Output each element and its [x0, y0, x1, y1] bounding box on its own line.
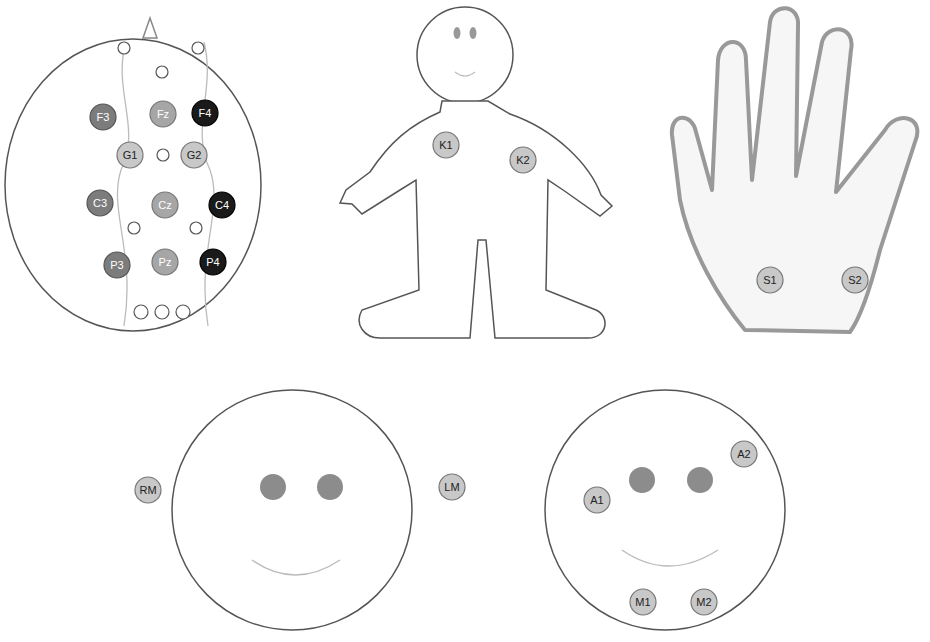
electrode-label: K2: [516, 155, 529, 166]
person-body: [340, 101, 612, 338]
electrode: G1: [116, 141, 144, 169]
electrode-label: RM: [139, 485, 156, 496]
electrode-label: A1: [590, 495, 603, 506]
electrode-label: Pz: [159, 257, 172, 268]
electrode-label: LM: [444, 482, 459, 493]
electrode-label: F3: [97, 112, 110, 123]
electrode-label: S2: [848, 275, 861, 286]
person-smile: [455, 72, 475, 76]
electrode-label: K1: [439, 140, 452, 151]
face-outline: [545, 390, 785, 630]
electrode: Cz: [151, 191, 179, 219]
electrode-label: A2: [737, 449, 750, 460]
person-head: [417, 7, 513, 103]
electrode: C4: [208, 191, 236, 219]
electrode-label: P4: [206, 257, 219, 268]
face-eye: [629, 467, 655, 493]
electrode: K2: [509, 146, 537, 174]
electrode: S1: [756, 266, 784, 294]
electrode-label: G1: [123, 150, 138, 161]
face-eye: [317, 474, 343, 500]
electrode: Fz: [149, 100, 177, 128]
electrode: RM: [134, 476, 162, 504]
midline-band: [117, 42, 128, 326]
electrode-label: M1: [635, 597, 650, 608]
midline-band: [202, 42, 214, 326]
face-smile: [622, 550, 718, 566]
electrode-label: C4: [215, 200, 229, 211]
electrode: LM: [438, 473, 466, 501]
electrode: F3: [89, 103, 117, 131]
face-smile: [252, 560, 340, 575]
empty-electrode: [118, 42, 204, 319]
electrode-label: C3: [93, 198, 107, 209]
electrode: Pz: [151, 248, 179, 276]
electrode: M2: [690, 588, 718, 616]
electrode-label: S1: [763, 275, 776, 286]
hand-outline: [672, 8, 918, 332]
electrode: S2: [841, 266, 869, 294]
head-outline: [5, 39, 261, 331]
face-outline: [172, 390, 412, 630]
electrode: F4: [191, 99, 219, 127]
electrode: P4: [199, 248, 227, 276]
electrode-label: F4: [199, 108, 212, 119]
electrode: G2: [180, 141, 208, 169]
electrode: C3: [86, 189, 114, 217]
electrode-label: Fz: [157, 109, 169, 120]
electrode: M1: [629, 588, 657, 616]
nose: [143, 18, 157, 38]
electrode: A1: [583, 486, 611, 514]
electrode-label: G2: [187, 150, 202, 161]
face-eye: [687, 467, 713, 493]
person-eye: [454, 27, 461, 39]
electrode: P3: [103, 251, 131, 279]
person-eye: [470, 27, 477, 39]
electrode-label: Cz: [158, 200, 171, 211]
electrode-label: M2: [696, 597, 711, 608]
electrode: K1: [432, 131, 460, 159]
electrode-label: P3: [110, 260, 123, 271]
face-eye: [260, 474, 286, 500]
electrode: A2: [730, 440, 758, 468]
